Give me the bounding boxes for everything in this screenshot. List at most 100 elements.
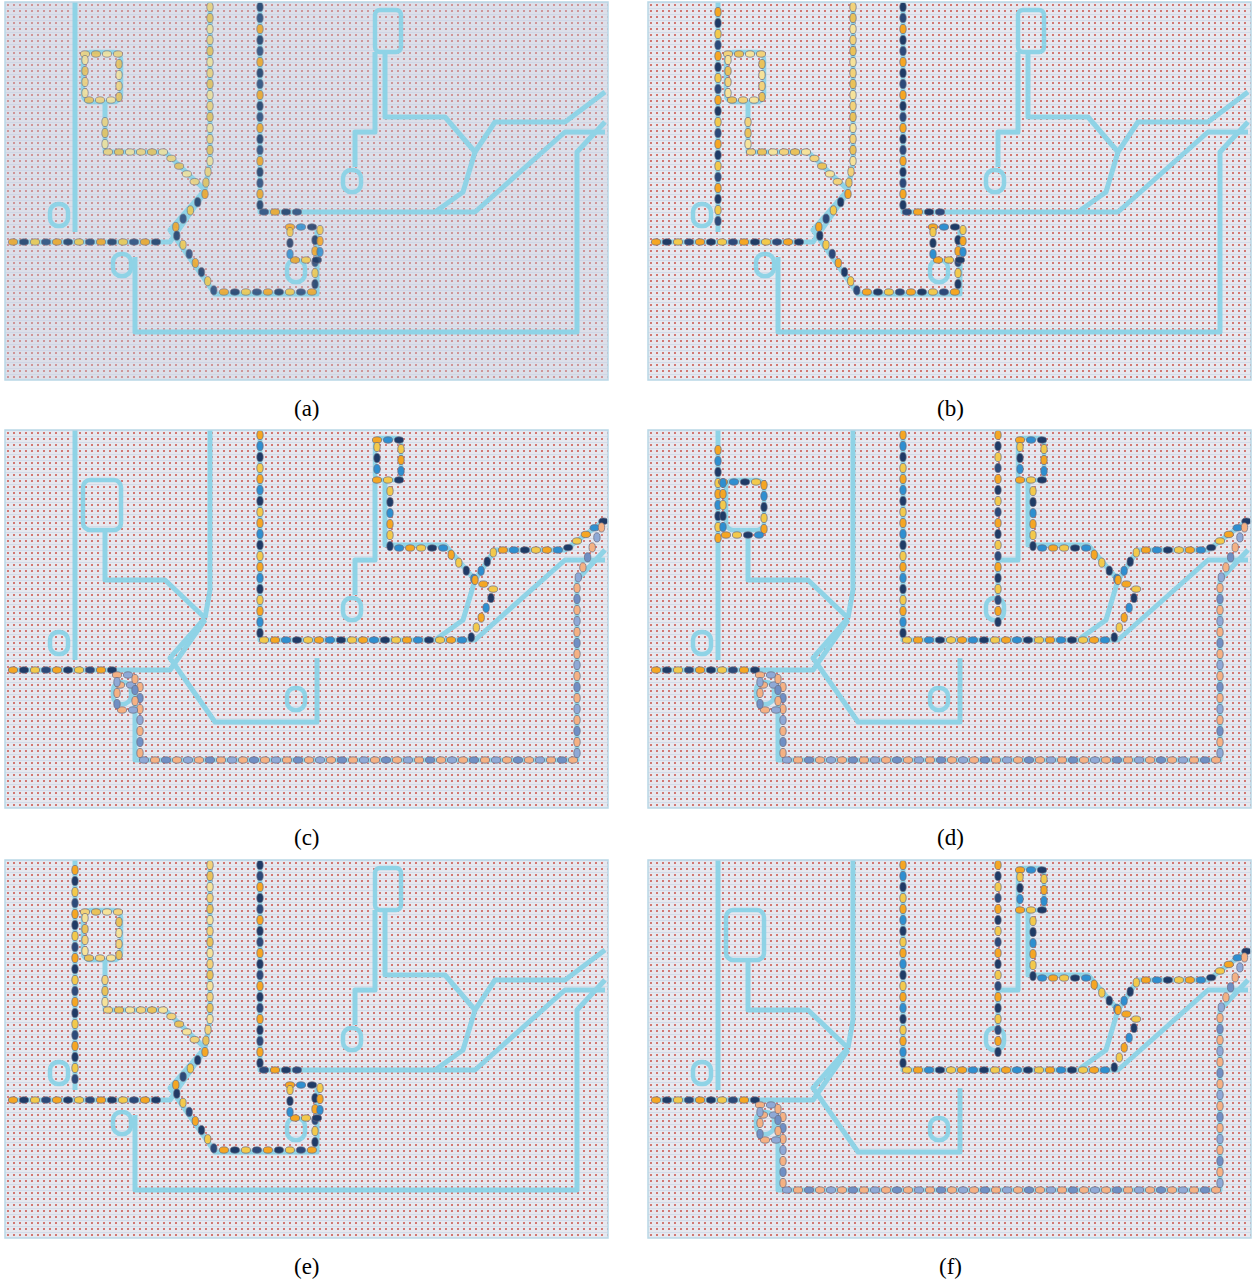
cell-dot	[74, 667, 83, 673]
cell-dot	[207, 112, 213, 121]
cell-dot	[524, 757, 533, 763]
cell-dot	[662, 1097, 671, 1103]
cell-dot	[995, 1003, 1001, 1012]
cell-dot	[1017, 464, 1023, 473]
channel-line	[385, 52, 605, 152]
cell-dot	[815, 757, 824, 763]
cell-dot	[850, 123, 856, 132]
grid-ground	[648, 430, 1251, 808]
cell-dot	[132, 685, 138, 694]
cell-dot	[211, 1144, 217, 1153]
channel-line	[10, 192, 205, 242]
cell-dot	[761, 480, 767, 489]
cell-dot	[358, 637, 367, 643]
cell-dot	[1132, 586, 1141, 592]
cell-dot	[257, 156, 263, 165]
cell-dot	[72, 1008, 78, 1017]
cell-dot	[939, 224, 948, 230]
cell-dot	[783, 239, 792, 245]
cell-dot	[398, 466, 404, 475]
cell-dot	[725, 88, 731, 97]
cell-dot	[1100, 1067, 1109, 1073]
cell-dot	[651, 239, 660, 245]
cell-dot	[257, 915, 263, 924]
panel-label: (a)	[294, 396, 320, 422]
cell-dot	[1037, 477, 1046, 483]
cell-dot	[1217, 594, 1223, 603]
cell-dot	[198, 1126, 204, 1135]
channel-line	[848, 860, 853, 1048]
cell-dot	[955, 280, 961, 289]
cell-dot	[930, 227, 936, 236]
cell-dot	[1111, 1063, 1117, 1072]
cell-dot	[116, 928, 122, 937]
cell-dot	[841, 268, 847, 277]
cell-dot	[590, 525, 599, 531]
channel-line	[435, 1010, 475, 1070]
cell-dot	[870, 1187, 879, 1193]
cell-dot	[995, 893, 1001, 902]
cell-dot	[1045, 637, 1054, 643]
cell-dot	[902, 209, 911, 215]
cell-dot	[900, 551, 906, 560]
panel-label: (e)	[294, 1254, 320, 1280]
cell-dot	[1111, 633, 1117, 642]
cell-dot	[257, 1014, 263, 1023]
cell-dot	[202, 1047, 208, 1056]
cell-dot	[307, 1147, 316, 1153]
cell-dot	[766, 1102, 775, 1108]
cell-dot	[257, 24, 263, 33]
cell-dot	[947, 757, 956, 763]
cell-dot	[1121, 1043, 1127, 1052]
cell-dot	[1217, 627, 1223, 636]
cell-dot	[572, 538, 581, 544]
channel-loop	[986, 170, 1004, 192]
cell-dot	[1001, 637, 1010, 643]
cell-dot	[925, 1187, 934, 1193]
cell-dot	[793, 1187, 802, 1193]
cell-dot	[780, 715, 786, 724]
cell-dot	[383, 437, 392, 443]
cell-dot	[995, 1036, 1001, 1045]
cell-dot	[114, 149, 123, 155]
cell-dot	[113, 51, 122, 57]
channel-line	[1028, 910, 1248, 1010]
cell-dot	[1046, 757, 1055, 763]
cell-dot	[257, 167, 263, 176]
cell-dot	[491, 757, 500, 763]
cell-dot	[312, 280, 318, 289]
cell-dot	[257, 871, 263, 880]
cell-dot	[900, 200, 906, 209]
cell-dot	[903, 1187, 912, 1193]
cell-dot	[1101, 757, 1110, 763]
cell-dot	[756, 51, 765, 57]
cell-dot	[859, 757, 868, 763]
cell-dot	[817, 231, 823, 240]
cell-dot	[1049, 975, 1058, 981]
cell-dot	[72, 942, 78, 951]
cell-dot	[695, 239, 704, 245]
cell-dot	[172, 757, 181, 763]
cell-dot	[403, 757, 412, 763]
cell-dot	[347, 637, 356, 643]
cell-dot	[312, 269, 318, 278]
channel-line	[653, 192, 848, 242]
cell-dot	[1030, 972, 1036, 981]
cell-dot	[1217, 638, 1223, 647]
cell-dot	[282, 757, 291, 763]
cell-dot	[823, 214, 829, 223]
cell-dot	[63, 667, 72, 673]
cell-dot	[1046, 1187, 1055, 1193]
cell-dot	[140, 239, 149, 245]
cell-dot	[1224, 531, 1233, 537]
cell-dot	[900, 35, 906, 44]
cell-dot	[82, 935, 88, 944]
cell-dot	[837, 1187, 846, 1193]
channel-loop	[375, 10, 401, 52]
cell-dot	[82, 77, 88, 86]
cell-dot	[1030, 950, 1036, 959]
cell-dot	[575, 573, 581, 582]
cell-dot	[230, 1147, 239, 1153]
cell-dot	[207, 871, 213, 880]
cell-dot	[167, 1013, 176, 1019]
